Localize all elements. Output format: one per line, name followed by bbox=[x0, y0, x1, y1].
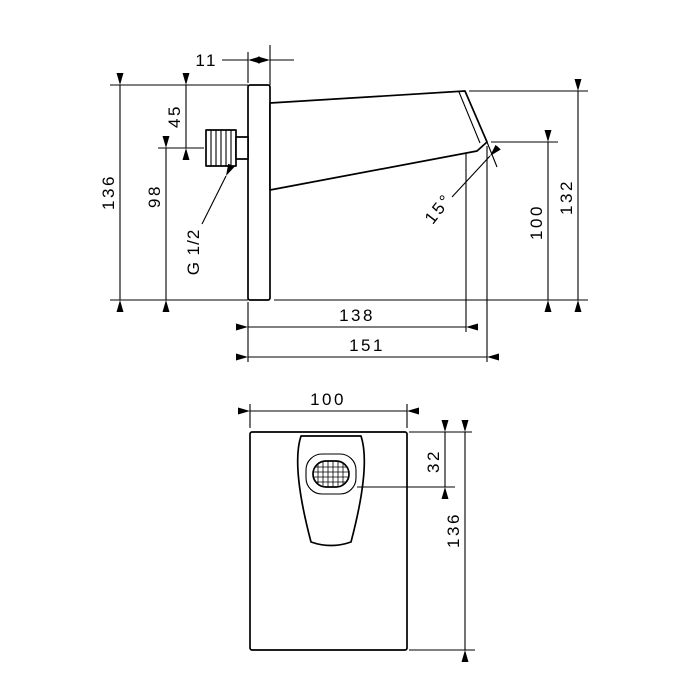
outlet-mesh bbox=[313, 461, 349, 487]
wall-plate-side bbox=[247, 84, 271, 301]
thread-connector bbox=[205, 129, 249, 167]
dim-label-plate-width: 100 bbox=[310, 390, 346, 409]
dim-label-outlet-height: 100 bbox=[527, 204, 546, 240]
dim-label-reach-inner: 138 bbox=[339, 306, 375, 325]
dim-plate-thickness: 11 bbox=[195, 51, 294, 70]
outlet-ring bbox=[305, 453, 357, 495]
dim-axis-to-bottom: 98 bbox=[145, 135, 170, 313]
thread-annotation: G 1/2 bbox=[184, 163, 235, 276]
spout-outlet-face-inner-line bbox=[458, 91, 481, 144]
dim-label-plate-thickness: 11 bbox=[195, 51, 218, 70]
thread-label: G 1/2 bbox=[184, 229, 203, 276]
thread-collar bbox=[235, 136, 249, 160]
dim-label-axis-to-bottom: 98 bbox=[145, 184, 164, 208]
leader-line bbox=[201, 163, 235, 225]
dim-label-reach-total: 151 bbox=[349, 336, 385, 355]
thread-hatching bbox=[210, 130, 232, 166]
leader-line bbox=[451, 144, 501, 198]
dim-label-plate-height: 136 bbox=[99, 174, 118, 210]
spout-side-profile bbox=[269, 90, 488, 191]
spout-outlet-face-extension-line bbox=[486, 141, 498, 168]
dim-plate-height: 136 bbox=[99, 72, 124, 313]
dim-label-total-height: 132 bbox=[557, 179, 576, 215]
dim-reach-total: 151 bbox=[235, 336, 500, 361]
dim-outlet-height: 100 bbox=[527, 129, 552, 313]
dim-total-height: 132 bbox=[557, 78, 582, 313]
dim-label-outlet-offset: 32 bbox=[424, 449, 443, 473]
dim-label-plate-height-front: 136 bbox=[444, 512, 463, 548]
dim-label-top-to-axis: 45 bbox=[165, 104, 184, 128]
angle-label: 15° bbox=[421, 190, 456, 228]
front-view: 100 32 136 bbox=[237, 390, 475, 663]
outlet-front bbox=[305, 453, 357, 495]
dim-top-to-axis: 45 bbox=[165, 72, 190, 161]
dim-plate-width: 100 bbox=[237, 390, 420, 415]
spout-front-outline bbox=[296, 435, 366, 547]
dim-plate-height-front: 136 bbox=[444, 419, 469, 663]
angle-annotation: 15° bbox=[421, 144, 501, 228]
dim-outlet-offset: 32 bbox=[424, 419, 449, 500]
outlet-opening bbox=[312, 460, 350, 488]
dim-reach-inner: 138 bbox=[235, 306, 479, 331]
side-view: 11 45 98 G 1/2 136 15° 100 bbox=[99, 45, 588, 362]
